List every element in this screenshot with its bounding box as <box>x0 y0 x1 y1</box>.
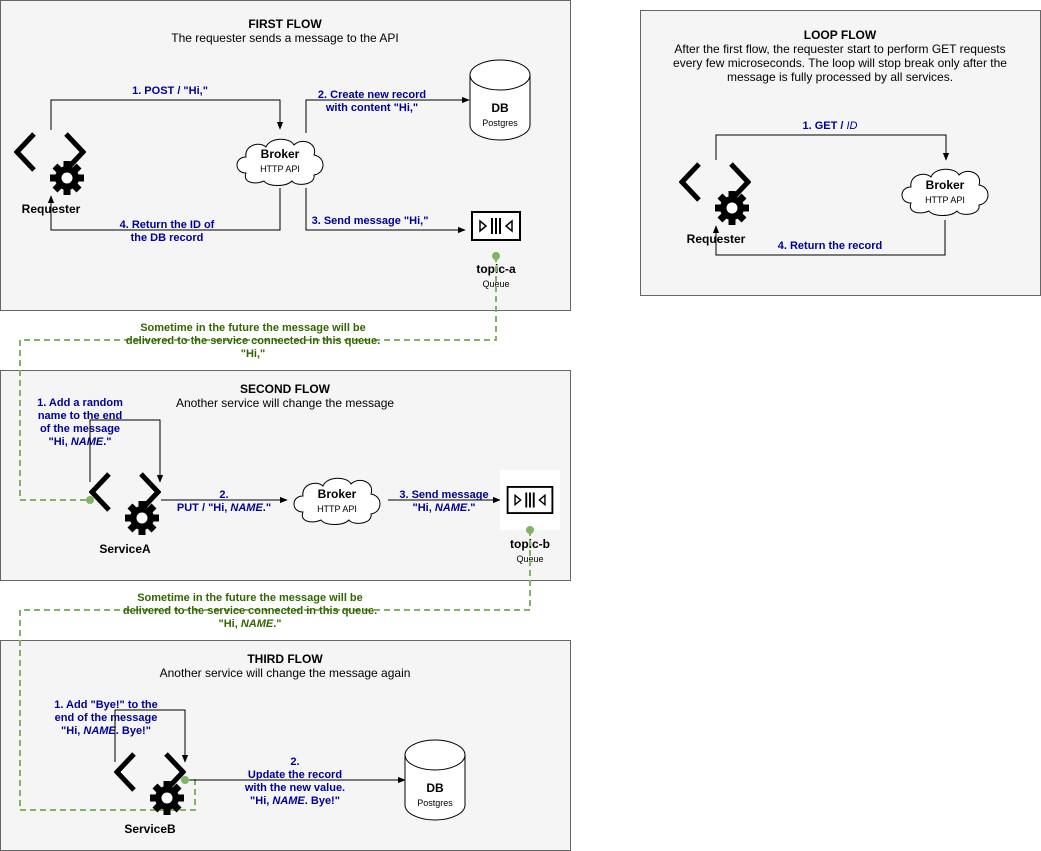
service-a-step2-line1: 2. <box>219 489 228 501</box>
edge-return-record <box>712 220 946 256</box>
service-b-label: ServiceB <box>124 822 176 836</box>
edge-send-message <box>305 188 466 234</box>
loop-flow-desc-line3: message is fully processed by all servic… <box>727 70 953 84</box>
service-a-step1-line2: name to the end <box>38 410 122 422</box>
edge-get-request <box>715 134 950 161</box>
third-flow-panel <box>0 640 571 851</box>
step-create-line2: with content "Hi," <box>325 102 418 114</box>
third-flow-subtitle: Another service will change the message … <box>160 666 411 680</box>
loop-flow-desc-line1: After the first flow, the requester star… <box>674 42 1005 56</box>
delivery-note-2-line1: Sometime in the future the message will … <box>137 592 363 604</box>
loop-flow-desc-line2: every few microseconds. The loop will st… <box>673 56 1007 70</box>
db-2-sublabel: Postgres <box>417 798 453 808</box>
service-a-step1-line1: 1. Add a random <box>37 397 123 409</box>
delivery-path-topic-a <box>19 256 497 501</box>
service-b-step1-line2: end of the message <box>55 712 158 724</box>
db-2-database-icon <box>404 739 466 821</box>
topic-b-queue-icon <box>506 486 554 514</box>
step-post-label: 1. POST / "Hi," <box>132 85 208 97</box>
service-b-step1-line1: 1. Add "Bye!" to the <box>54 699 158 711</box>
first-flow-subtitle: The requester sends a message to the API <box>171 31 398 45</box>
db-1-sublabel: Postgres <box>482 118 518 128</box>
edge-return-id <box>47 188 281 231</box>
second-flow-subtitle: Another service will change the message <box>176 396 394 410</box>
topic-b-connector-dot <box>526 526 534 534</box>
service-b-step2-line1: 2. <box>290 756 299 768</box>
db-1-database-icon <box>469 59 531 141</box>
db-1-label: DB <box>491 101 509 115</box>
second-flow-title: SECOND FLOW <box>240 382 331 396</box>
delivery-note-1-line1: Sometime in the future the message will … <box>140 322 366 334</box>
first-flow-title: FIRST FLOW <box>248 17 322 31</box>
loop-broker-label: Broker <box>926 178 965 192</box>
delivery-note-1-line3: "Hi," <box>241 348 266 360</box>
topic-a-connector-dot <box>492 252 500 260</box>
delivery-note-1-line2: delivered to the service connected in th… <box>126 335 380 347</box>
service-b-connector-dot <box>181 776 189 784</box>
service-a-connector-dot <box>86 496 94 504</box>
topic-a-queue-icon <box>471 211 521 241</box>
loop-step4-label: 4. Return the record <box>778 240 883 252</box>
service-a-step1-line3: of the message <box>40 423 120 435</box>
edge-create-record <box>305 96 470 133</box>
loop-broker-sublabel: HTTP API <box>925 195 965 205</box>
db-2-label: DB <box>426 781 444 795</box>
service-a-step3-line1: 3. Send message <box>399 489 488 501</box>
service-b-step2-line2: Update the record <box>248 769 342 781</box>
loop-flow-title: LOOP FLOW <box>804 28 877 42</box>
step-send-label: 3. Send message "Hi," <box>312 215 429 227</box>
edge-post-request <box>50 99 284 130</box>
third-flow-title: THIRD FLOW <box>247 652 323 666</box>
delivery-note-2-line3: "Hi, NAME." <box>219 618 282 630</box>
broker-sublabel: HTTP API <box>260 164 300 174</box>
loop-step1-label: 1. GET / ID <box>802 120 857 132</box>
loop-flow-panel <box>640 10 1041 296</box>
service-b-step2-line4: "Hi, NAME. Bye!" <box>250 795 340 807</box>
service-a-step3-line2: "Hi, NAME." <box>413 502 476 514</box>
step-return-line1: 4. Return the ID of <box>120 219 215 231</box>
second-flow-panel <box>0 370 571 581</box>
service-b-step1-line3: "Hi, NAME. Bye!" <box>61 725 151 737</box>
delivery-note-2-line2: delivered to the service connected in th… <box>123 605 377 617</box>
broker-2-sublabel: HTTP API <box>317 504 357 514</box>
step-create-line1: 2. Create new record <box>318 89 426 101</box>
service-b-step2-line3: with the new value. <box>244 782 345 794</box>
service-a-label: ServiceA <box>99 542 151 556</box>
service-a-step1-line4: "Hi, NAME." <box>49 436 112 448</box>
broker-2-label: Broker <box>318 487 357 501</box>
service-a-step2-line2: PUT / "Hi, NAME." <box>177 502 271 514</box>
topic-a-sublabel: Queue <box>482 279 509 289</box>
edge-add-name-loop <box>89 419 164 483</box>
broker-label: Broker <box>261 147 300 161</box>
topic-b-sublabel: Queue <box>516 554 543 564</box>
step-return-line2: the DB record <box>131 232 204 244</box>
edge-add-bye-loop <box>114 709 189 763</box>
